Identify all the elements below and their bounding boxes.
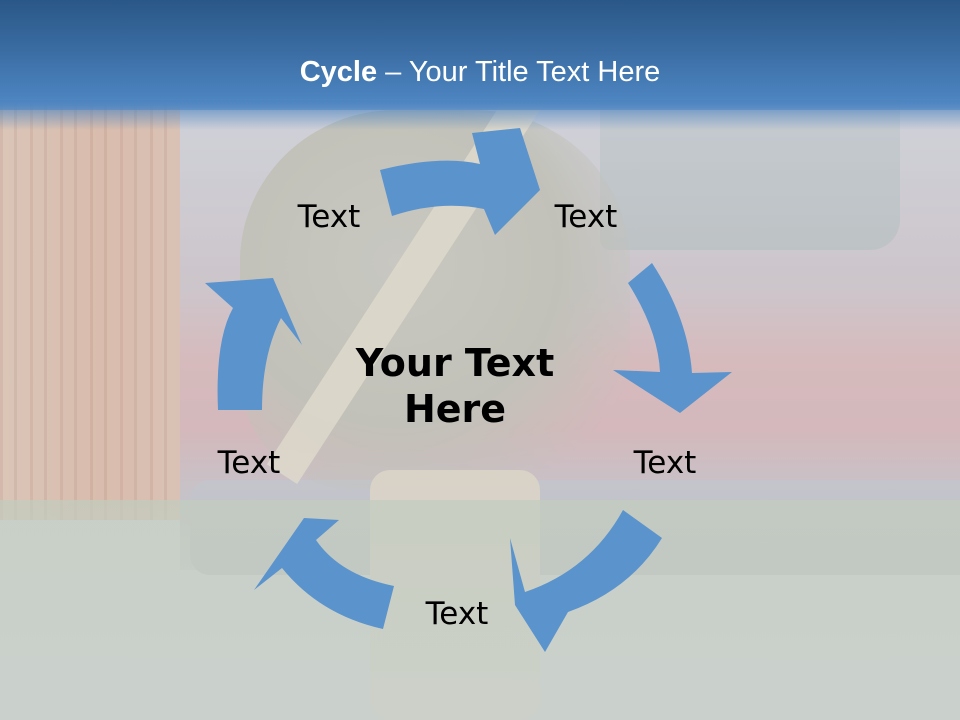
cycle-arrow-3-icon[interactable] [510,510,662,652]
title-bold-part: Cycle [299,56,378,88]
cycle-node-left[interactable]: Text [217,445,281,481]
title-bar-fade [0,100,960,130]
cycle-node-top-left[interactable]: Text [297,199,361,235]
center-text-line-2: Here [403,387,507,432]
cycle-arrow-2-icon[interactable] [613,263,732,413]
title-bar [0,0,960,110]
cycle-center-text[interactable]: Your Text Here [335,340,575,433]
slide-title[interactable]: Cycle – Your Title Text Here [0,56,960,89]
title-rest-part: – Your Title Text Here [377,56,661,88]
cycle-arrow-1-icon[interactable] [380,128,540,235]
cycle-node-right[interactable]: Text [633,445,697,481]
center-text-line-1: Your Text [355,341,555,385]
cycle-node-top-right[interactable]: Text [554,199,618,235]
cycle-arrow-4-icon[interactable] [254,518,394,629]
background-grass [0,500,960,720]
cycle-arrow-5-icon[interactable] [205,278,302,410]
cycle-node-bottom[interactable]: Text [425,596,489,632]
